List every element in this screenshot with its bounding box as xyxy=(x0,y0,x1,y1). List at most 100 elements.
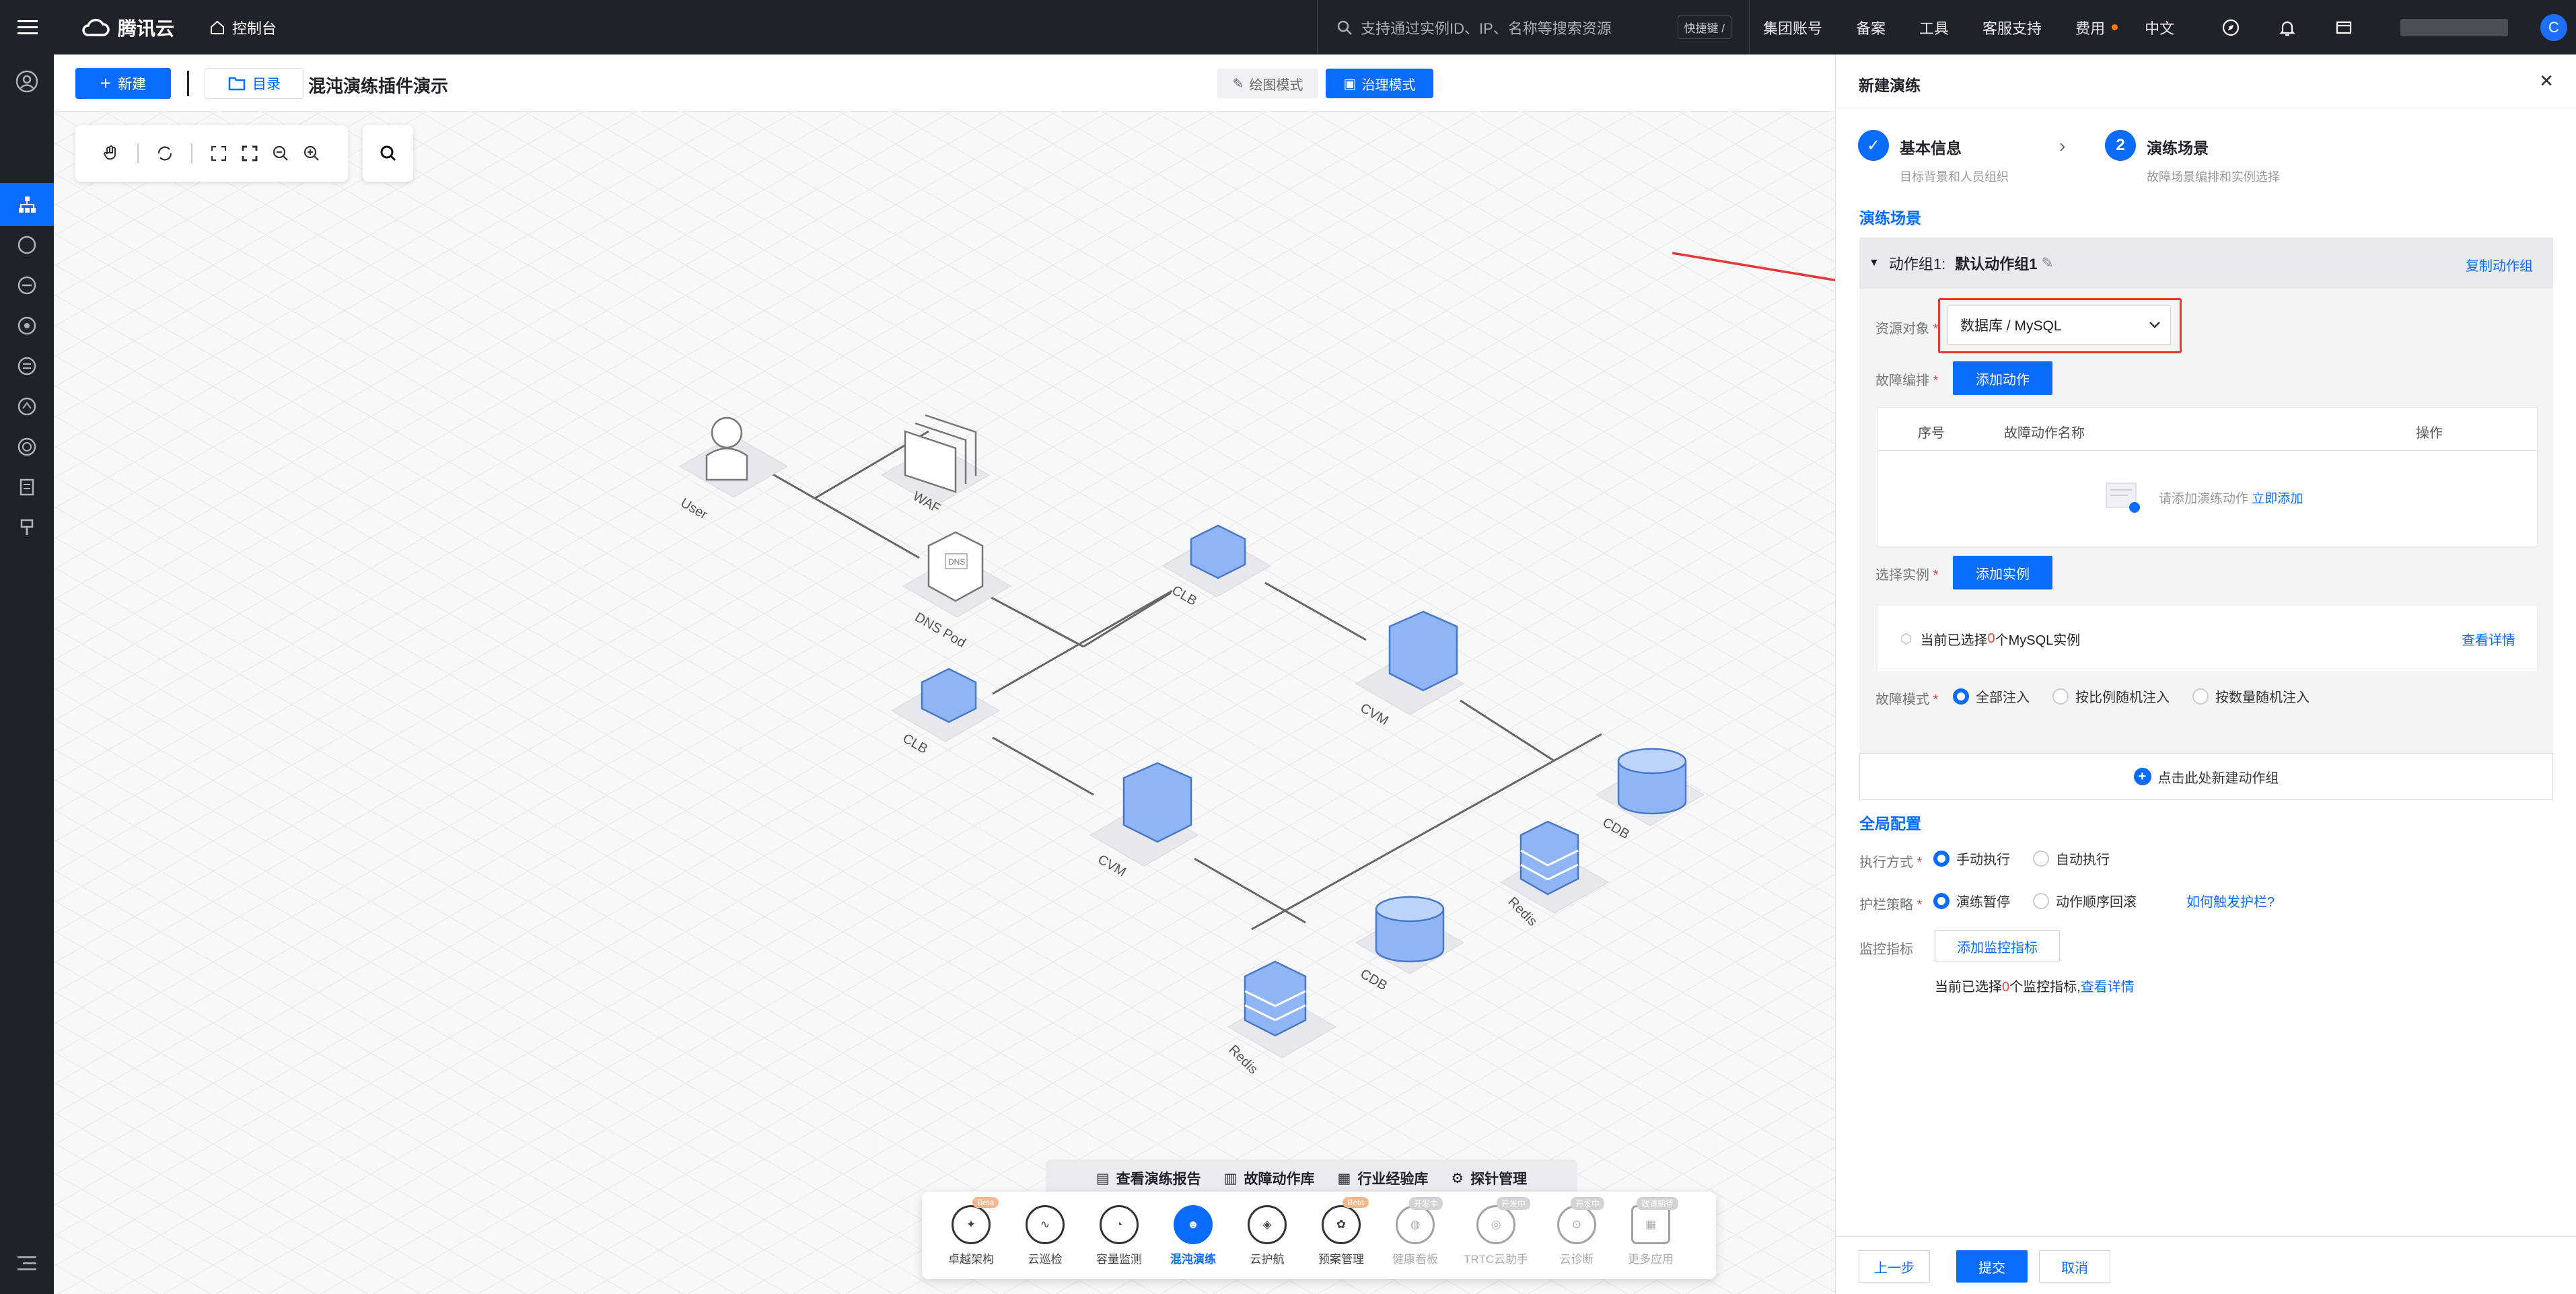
dock-item-architecture[interactable]: Beta✦卓越架构 xyxy=(934,1196,1008,1266)
link-group-account[interactable]: 集团账号 xyxy=(1763,20,1823,37)
sidebar-icon-4[interactable] xyxy=(13,353,40,380)
compass-icon[interactable] xyxy=(2221,18,2240,37)
user-circle-icon[interactable] xyxy=(13,68,40,95)
node-cvm-left[interactable]: CVM xyxy=(1089,762,1199,880)
new-button[interactable]: +新建 xyxy=(75,68,171,99)
architecture-icon[interactable] xyxy=(13,191,40,218)
rotate-icon[interactable] xyxy=(149,138,180,169)
submit-button[interactable]: 提交 xyxy=(1956,1250,2028,1283)
radio-all-inject[interactable]: 全部注入 xyxy=(1953,686,2030,706)
order-icon[interactable] xyxy=(2334,18,2353,37)
search-input[interactable]: 支持通过实例ID、IP、名称等搜索资源 xyxy=(1361,20,1612,37)
draw-mode-button[interactable]: ✎绘图模式 xyxy=(1217,69,1318,98)
group-name: 默认动作组1 xyxy=(1955,256,2038,273)
radio-manual-exec[interactable]: 手动执行 xyxy=(1933,849,2010,868)
radio-count-inject[interactable]: 按数量随机注入 xyxy=(2192,686,2310,706)
tab-probe-manage[interactable]: ⚙探针管理 xyxy=(1451,1168,1527,1188)
node-cvm-right[interactable]: CVM xyxy=(1355,610,1465,729)
link-billing[interactable]: 费用 xyxy=(2075,20,2106,37)
radio-pause-drill[interactable]: 演练暂停 xyxy=(1933,891,2010,910)
node-clb-left[interactable]: CLB xyxy=(890,668,1001,757)
diagram-canvas[interactable]: +新建 目录 混沌演练插件演示 ✎绘图模式 ▣治理模式 xyxy=(54,55,1835,1294)
col-action-name: 故障动作名称 xyxy=(2004,426,2085,441)
node-user[interactable]: User xyxy=(678,417,789,523)
account-name[interactable] xyxy=(2400,18,2509,36)
add-action-group-button[interactable]: +点击此处新建动作组 xyxy=(1859,753,2553,800)
dock-item-capacity[interactable]: ◔容量监测 xyxy=(1082,1205,1156,1266)
fit-screen-icon[interactable] xyxy=(203,138,234,169)
dock-item-trtc[interactable]: 开发中◎TRTC云助手 xyxy=(1452,1196,1540,1266)
step-basic-info[interactable]: ✓ 基本信息目标背景和人员组织 xyxy=(1858,130,2009,185)
tab-drill-report[interactable]: ▤查看演练报告 xyxy=(1096,1168,1201,1188)
page-title: 混沌演练插件演示 xyxy=(308,76,449,96)
zoom-out-icon[interactable] xyxy=(265,138,296,169)
cancel-button[interactable]: 取消 xyxy=(2039,1250,2110,1283)
prev-button[interactable]: 上一步 xyxy=(1859,1250,1930,1283)
tab-industry-library[interactable]: ▦行业经验库 xyxy=(1338,1168,1429,1188)
sidebar-icon-5[interactable] xyxy=(13,393,40,420)
dock-item-inspection[interactable]: ∿云巡检 xyxy=(1008,1205,1082,1266)
sidebar-icon-2[interactable] xyxy=(13,272,40,299)
radio-auto-exec[interactable]: 自动执行 xyxy=(2033,849,2110,868)
fullscreen-icon[interactable] xyxy=(234,138,265,169)
canvas-search-button[interactable] xyxy=(363,125,413,182)
global-search[interactable]: 支持通过实例ID、IP、名称等搜索资源 快捷键 / xyxy=(1317,0,1750,55)
menu-icon[interactable] xyxy=(0,0,55,55)
add-instance-button[interactable]: 添加实例 xyxy=(1953,556,2052,589)
tab-fault-library[interactable]: ▥故障动作库 xyxy=(1224,1168,1315,1188)
edge-clb-clb xyxy=(1083,591,1172,648)
node-redis-left[interactable]: Redis xyxy=(1225,960,1337,1077)
radio-dot xyxy=(2192,688,2209,705)
fault-label: 故障编排 * xyxy=(1875,369,1938,389)
global-config-title: 全局配置 xyxy=(1859,815,1921,832)
instance-label-text: 选择实例 xyxy=(1875,568,1929,583)
bell-icon[interactable] xyxy=(2278,18,2297,37)
hand-icon[interactable] xyxy=(96,138,127,169)
node-cdb-left[interactable]: CDB xyxy=(1355,896,1465,993)
copy-group-link[interactable]: 复制动作组 xyxy=(2466,259,2533,274)
view-detail-link[interactable]: 查看详情 xyxy=(2462,633,2515,648)
document-icon[interactable] xyxy=(13,474,40,501)
zoom-in-icon[interactable] xyxy=(296,138,327,169)
sidebar-icon-3[interactable] xyxy=(13,312,40,339)
link-support[interactable]: 客服支持 xyxy=(1982,20,2042,37)
link-filing[interactable]: 备案 xyxy=(1856,20,1886,37)
dock-item-chaos[interactable]: ☻混沌演练 xyxy=(1156,1205,1230,1266)
node-dns-pod[interactable]: DNS DNS Pod xyxy=(902,531,1012,651)
sidebar-icon-6[interactable] xyxy=(13,433,40,460)
sidebar-icon-1[interactable] xyxy=(13,231,40,258)
dock-item-diagnose[interactable]: 开发中⊙云诊断 xyxy=(1540,1196,1614,1266)
close-icon[interactable]: ✕ xyxy=(2539,71,2554,91)
avatar[interactable]: C xyxy=(2540,14,2567,41)
link-tools[interactable]: 工具 xyxy=(1919,20,1949,37)
node-redis-right[interactable]: Redis xyxy=(1499,820,1610,929)
step-scene[interactable]: 2 演练场景故障场景编排和实例选择 xyxy=(2105,130,2280,185)
link-language[interactable]: 中文 xyxy=(2145,20,2175,37)
add-monitor-button[interactable]: 添加监控指标 xyxy=(1935,930,2060,962)
resource-select[interactable]: 数据库 / MySQL xyxy=(1947,305,2171,345)
add-now-link[interactable]: 立即添加 xyxy=(2252,491,2303,506)
edit-icon[interactable]: ✎ xyxy=(2041,254,2054,271)
node-clb-top[interactable]: CLB xyxy=(1161,524,1272,609)
collapse-sidebar-icon[interactable] xyxy=(13,1250,40,1277)
dock-item-more[interactable]: 敬请期待▦更多应用 xyxy=(1614,1196,1688,1266)
radio-ratio-inject[interactable]: 按比例随机注入 xyxy=(2052,686,2170,706)
guard-label-text: 护栏策略 xyxy=(1859,898,1913,912)
node-cdb-right[interactable]: CDB xyxy=(1595,748,1705,842)
node-waf[interactable]: WAF xyxy=(880,414,991,516)
guard-help-link[interactable]: 如何触发护栏? xyxy=(2186,895,2275,910)
add-action-button[interactable]: 添加动作 xyxy=(1953,361,2052,395)
brand-logo[interactable]: 腾讯云 xyxy=(80,14,174,41)
dock-item-health[interactable]: 开发中◍健康看板 xyxy=(1378,1196,1452,1266)
radio-rollback[interactable]: 动作顺序回滚 xyxy=(2033,891,2137,910)
govern-mode-button[interactable]: ▣治理模式 xyxy=(1326,69,1433,98)
dock-item-plan[interactable]: Beta✿预案管理 xyxy=(1304,1196,1378,1266)
collapse-triangle-icon[interactable]: ▼ xyxy=(1869,257,1880,268)
dock-item-escort[interactable]: ◈云护航 xyxy=(1230,1205,1304,1266)
directory-button[interactable]: 目录 xyxy=(205,68,304,99)
brush-icon[interactable] xyxy=(13,514,40,541)
monitor-detail-link[interactable]: 查看详情 xyxy=(2080,980,2135,995)
health-app-icon: ◍ xyxy=(1396,1205,1435,1244)
mode-radio-group: 全部注入 按比例随机注入 按数量随机注入 xyxy=(1953,686,2310,706)
console-link[interactable]: 控制台 xyxy=(209,17,277,38)
